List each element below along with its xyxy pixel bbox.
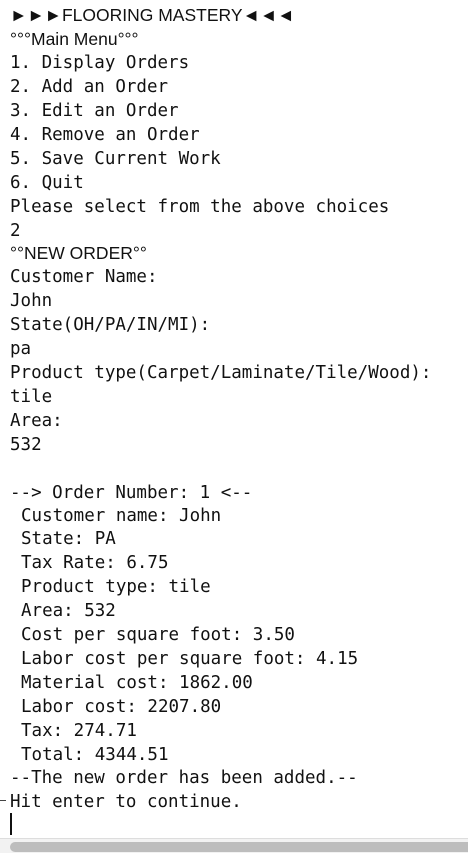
product-type-input-value: tile [10, 387, 53, 407]
order-added-confirmation: --The new order has been added.-- [10, 768, 358, 788]
continue-prompt: Hit enter to continue. [10, 792, 242, 812]
horizontal-scrollbar-thumb[interactable] [10, 842, 468, 852]
customer-name-prompt: Customer Name: [10, 267, 158, 287]
state-prompt: State(OH/PA/IN/MI): [10, 315, 211, 335]
main-menu-header: °°°Main Menu°°° [10, 29, 139, 49]
menu-item-quit: 6. Quit [10, 173, 84, 193]
order-detail-customer-name: Customer name: John [21, 506, 222, 526]
customer-name-input-value: John [10, 291, 53, 311]
state-input-value: pa [10, 339, 32, 359]
line-marker [0, 800, 6, 801]
order-detail-cost-per-square-foot: Cost per square foot: 3.50 [21, 625, 295, 645]
order-detail-labor-cost-per-square-foot: Labor cost per square foot: 4.15 [21, 649, 359, 669]
menu-item-remove-order: 4. Remove an Order [10, 125, 200, 145]
selection-input-value: 2 [10, 221, 21, 241]
order-detail-total: Total: 4344.51 [21, 745, 169, 765]
text-cursor[interactable] [10, 813, 12, 835]
order-detail-area: Area: 532 [21, 601, 116, 621]
order-number-header: --> Order Number: 1 <-- [10, 483, 253, 503]
menu-item-display-orders: 1. Display Orders [10, 53, 190, 73]
order-detail-material-cost: Material cost: 1862.00 [21, 673, 253, 693]
order-detail-state: State: PA [21, 529, 116, 549]
order-detail-tax-rate: Tax Rate: 6.75 [21, 553, 169, 573]
order-detail-product-type: Product type: tile [21, 577, 211, 597]
order-detail-tax: Tax: 274.71 [21, 721, 137, 741]
app-title: ►►►FLOORING MASTERY◄◄◄ [10, 5, 295, 25]
horizontal-scrollbar[interactable] [0, 838, 468, 853]
area-input-value: 532 [10, 435, 42, 455]
new-order-header: °°NEW ORDER°° [10, 243, 147, 263]
area-prompt: Area: [10, 411, 63, 431]
order-detail-labor-cost: Labor cost: 2207.80 [21, 697, 222, 717]
menu-item-edit-order: 3. Edit an Order [10, 101, 179, 121]
menu-item-add-order: 2. Add an Order [10, 77, 169, 97]
menu-item-save-current-work: 5. Save Current Work [10, 149, 221, 169]
select-prompt: Please select from the above choices [10, 197, 390, 217]
product-type-prompt: Product type(Carpet/Laminate/Tile/Wood): [10, 363, 432, 383]
